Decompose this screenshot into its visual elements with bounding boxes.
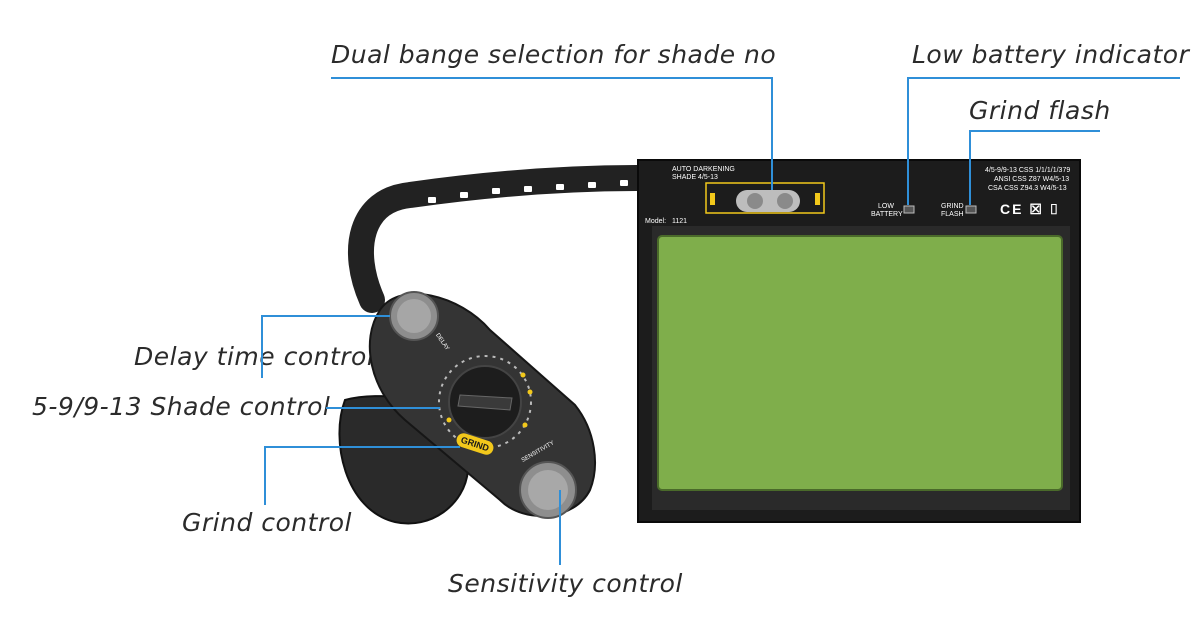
callout-low-battery: Low battery indicator [912, 40, 1190, 69]
callout-sensitivity: Sensitivity control [448, 569, 683, 598]
cert-line-1: 4/5-9/9-13 CSS 1/1/1/1/379 [985, 167, 1071, 174]
certification-marks: CE ☒ ⌷ [1000, 201, 1061, 217]
sensitivity-knob[interactable] [519, 461, 577, 519]
dual-range-switch[interactable] [705, 182, 825, 214]
panel-brand-line2: SHADE 4/5-13 [672, 174, 718, 181]
grind-flash-label-1: GRIND [941, 203, 964, 210]
callout-dual-range: Dual bange selection for shade no [331, 40, 777, 69]
leader-grind-flash [969, 130, 1100, 205]
leader-low-battery [907, 77, 1180, 205]
adf-cartridge [637, 159, 1081, 523]
low-battery-label-1: LOW [878, 203, 894, 210]
lens-viewing-area [657, 235, 1063, 491]
panel-brand-line1: AUTO DARKENING [672, 166, 735, 173]
delay-knob[interactable] [389, 291, 439, 341]
callout-grind-flash: Grind flash [969, 96, 1111, 125]
grind-flash-label-2: FLASH [941, 211, 964, 218]
callout-shade-control: 5-9/9-13 Shade control [32, 392, 331, 421]
leader-grind-control [264, 446, 460, 505]
callout-delay-time: Delay time control [134, 342, 375, 371]
grind-flash-led [965, 205, 977, 214]
callout-grind-control: Grind control [182, 508, 352, 537]
leader-lines [261, 77, 1180, 565]
cert-line-2: ANSI CSS Z87 W4/5-13 [994, 176, 1070, 183]
leader-dual-range [331, 77, 773, 190]
leader-delay-time [261, 315, 390, 378]
headband-strap [348, 164, 703, 313]
panel-model-value: 1121 [672, 218, 688, 225]
low-battery-led [903, 205, 915, 214]
low-battery-label-2: BATTERY [871, 211, 903, 218]
panel-model-label: Model: [645, 218, 667, 225]
cert-line-3: CSA CSS Z94.3 W4/5-13 [988, 185, 1067, 192]
